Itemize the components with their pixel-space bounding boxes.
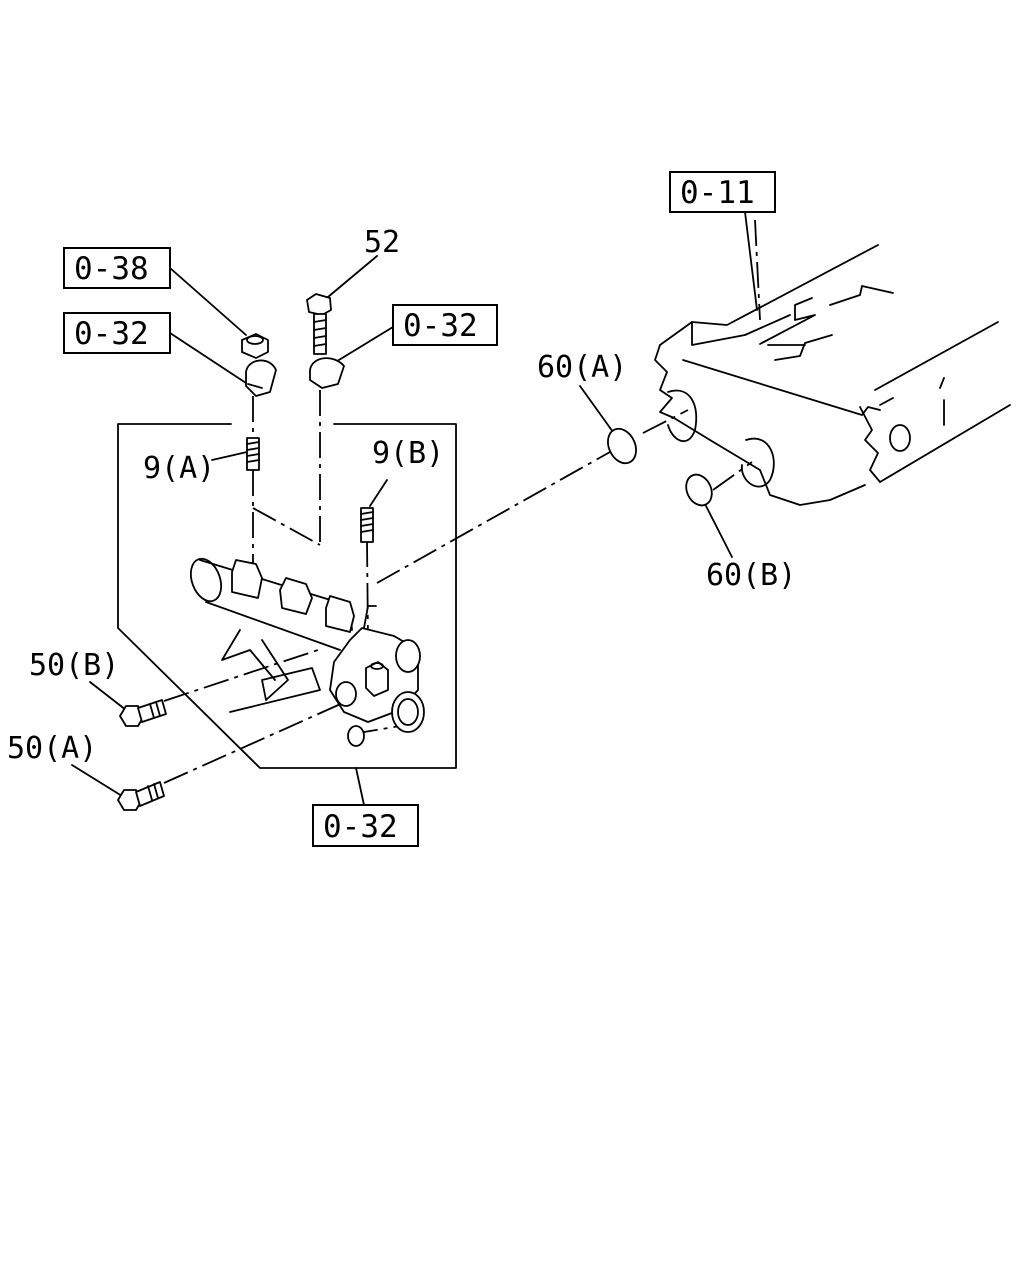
clamp-right[interactable] xyxy=(309,357,345,389)
reference-box-0-32-right[interactable]: 0-32 xyxy=(392,304,498,346)
leader-lines xyxy=(71,211,758,806)
callout-52: 52 xyxy=(364,225,400,260)
reference-label: 0-38 xyxy=(74,251,149,287)
water-outlet-pipe[interactable] xyxy=(185,555,425,747)
assembly-frame xyxy=(117,423,457,769)
o-ring-60b[interactable] xyxy=(681,470,716,509)
reference-box-0-32-left[interactable]: 0-32 xyxy=(63,312,171,354)
callout-50b: 50(B) xyxy=(29,648,119,683)
bolt-50b[interactable] xyxy=(119,699,167,727)
callout-60b: 60(B) xyxy=(706,558,796,593)
o-ring-60a[interactable] xyxy=(603,424,642,468)
reference-label: 0-11 xyxy=(680,175,755,211)
reference-box-0-11[interactable]: 0-11 xyxy=(669,171,776,213)
center-lines xyxy=(163,219,761,784)
callout-9a: 9(A) xyxy=(143,451,215,486)
reference-box-0-32-bottom[interactable]: 0-32 xyxy=(312,804,419,847)
reference-label: 0-32 xyxy=(323,809,398,845)
cylinder-head xyxy=(654,244,1011,506)
callout-60a: 60(A) xyxy=(537,350,627,385)
reference-label: 0-32 xyxy=(403,308,478,344)
callout-50a: 50(A) xyxy=(7,731,97,766)
nut-and-clamp-left[interactable] xyxy=(241,333,277,397)
callout-9b: 9(B) xyxy=(372,436,444,471)
stud-9a[interactable] xyxy=(246,437,260,471)
reference-label: 0-32 xyxy=(74,316,149,352)
bolt-50a[interactable] xyxy=(117,781,165,811)
reference-box-0-38[interactable]: 0-38 xyxy=(63,247,171,289)
bolt-52[interactable] xyxy=(306,293,332,355)
stud-9b[interactable] xyxy=(360,507,374,543)
